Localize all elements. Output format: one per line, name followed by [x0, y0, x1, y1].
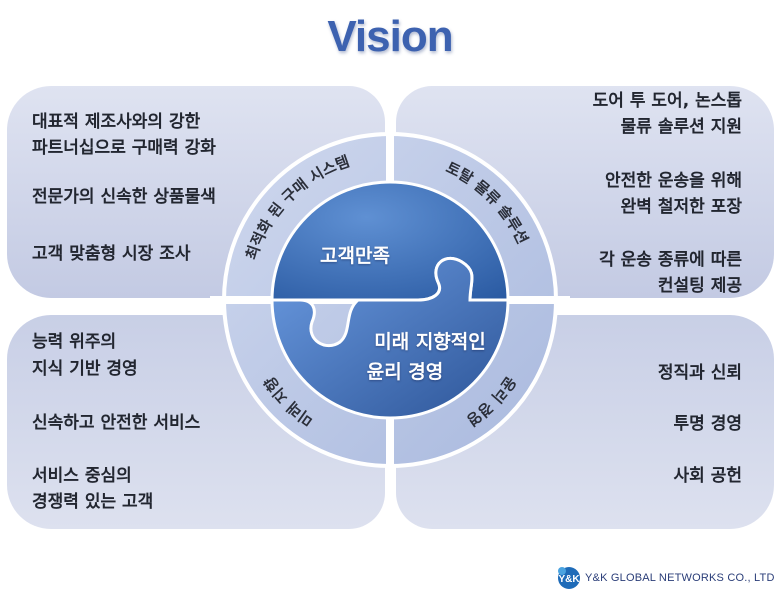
tl-text-4: 고객 맞춤형 시장 조사 — [32, 244, 191, 264]
tl-text-3: 전문가의 신속한 상품물색 — [32, 187, 216, 207]
ring-divider-vertical — [386, 120, 394, 480]
bl-text-1: 능력 위주의 — [32, 332, 117, 352]
bl-text-2: 지식 기반 경영 — [32, 359, 138, 379]
tr-text-1: 도어 투 도어, 논스톱 — [592, 91, 742, 111]
tr-text-2: 물류 솔루션 지원 — [620, 117, 742, 137]
tr-text-5: 각 운송 종류에 따른 — [599, 250, 742, 270]
center-bottom-line1: 미래 지향적인 — [374, 331, 486, 353]
company-name: Y&K GLOBAL NETWORKS CO., LTD — [585, 572, 775, 584]
bl-text-5: 경쟁력 있는 고객 — [32, 492, 154, 512]
tr-text-3: 안전한 운송을 위해 — [605, 171, 742, 191]
vision-title: Vision — [327, 12, 453, 61]
bl-text-4: 서비스 중심의 — [32, 466, 132, 486]
footer-logo: Y&K Y&K GLOBAL NETWORKS CO., LTD — [556, 565, 775, 591]
center-top-text: 고객만족 — [320, 245, 390, 267]
tl-text-2: 파트너십으로 구매력 강화 — [32, 138, 216, 158]
br-text-1: 정직과 신뢰 — [657, 363, 742, 383]
tr-text-4: 완벽 철저한 포장 — [620, 197, 742, 217]
br-text-2: 투명 경영 — [673, 414, 742, 434]
logo-letters: Y&K — [558, 574, 580, 585]
br-text-3: 사회 공헌 — [673, 466, 742, 486]
tl-text-1: 대표적 제조사와의 강한 — [32, 112, 201, 132]
center-bottom-line2: 윤리 경영 — [366, 361, 444, 383]
tr-text-6: 컨설팅 제공 — [657, 276, 742, 296]
company-logo-icon: Y&K — [558, 567, 580, 589]
bl-text-3: 신속하고 안전한 서비스 — [32, 413, 201, 433]
